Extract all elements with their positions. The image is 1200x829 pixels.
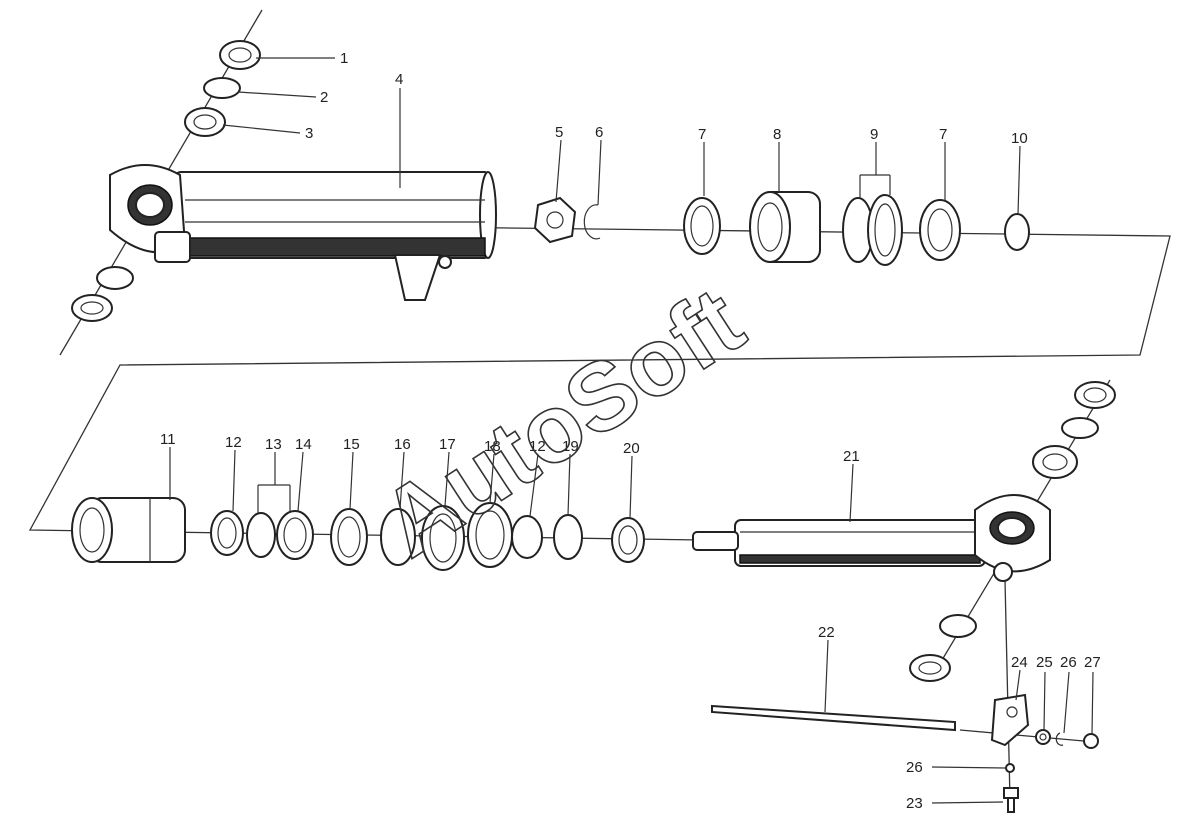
callout-numbers: 1 2 3 4 5 6 7 8 9 7 10 11 12 13 14 15 16… bbox=[160, 50, 1101, 812]
callout-3: 3 bbox=[305, 125, 313, 142]
piston-rod bbox=[692, 494, 1051, 582]
callout-7b: 7 bbox=[939, 126, 947, 143]
leader-lines bbox=[169, 57, 1094, 804]
callout-20: 20 bbox=[623, 440, 640, 457]
callout-27: 27 bbox=[1084, 654, 1101, 671]
callout-16: 16 bbox=[394, 436, 411, 453]
callout-22: 22 bbox=[818, 624, 835, 641]
callout-23: 23 bbox=[906, 795, 923, 812]
callout-25: 25 bbox=[1036, 654, 1053, 671]
callout-5: 5 bbox=[555, 124, 563, 141]
callout-24: 24 bbox=[1011, 654, 1028, 671]
cylinder-body bbox=[109, 164, 497, 301]
upper-parts bbox=[71, 40, 261, 322]
top-row-parts bbox=[533, 191, 1030, 266]
callout-4: 4 bbox=[395, 71, 403, 88]
bottom-row-parts bbox=[71, 497, 645, 571]
callout-15: 15 bbox=[343, 436, 360, 453]
callout-2: 2 bbox=[320, 89, 328, 106]
callout-7: 7 bbox=[698, 126, 706, 143]
lower-right-parts bbox=[711, 381, 1116, 813]
callout-13: 13 bbox=[265, 436, 282, 453]
callout-17: 17 bbox=[439, 436, 456, 453]
callout-12: 12 bbox=[225, 434, 242, 451]
callout-19: 19 bbox=[562, 438, 579, 455]
callout-18: 18 bbox=[484, 438, 501, 455]
callout-10: 10 bbox=[1011, 130, 1028, 147]
callout-21: 21 bbox=[843, 448, 860, 465]
callout-26: 26 bbox=[1060, 654, 1077, 671]
callout-12b: 12 bbox=[529, 438, 546, 455]
callout-11: 11 bbox=[160, 431, 176, 448]
callout-9: 9 bbox=[870, 126, 878, 143]
callout-14: 14 bbox=[295, 436, 312, 453]
callout-26b: 26 bbox=[906, 759, 923, 776]
callout-8: 8 bbox=[773, 126, 781, 143]
callout-6: 6 bbox=[595, 124, 603, 141]
callout-1: 1 bbox=[340, 50, 348, 67]
